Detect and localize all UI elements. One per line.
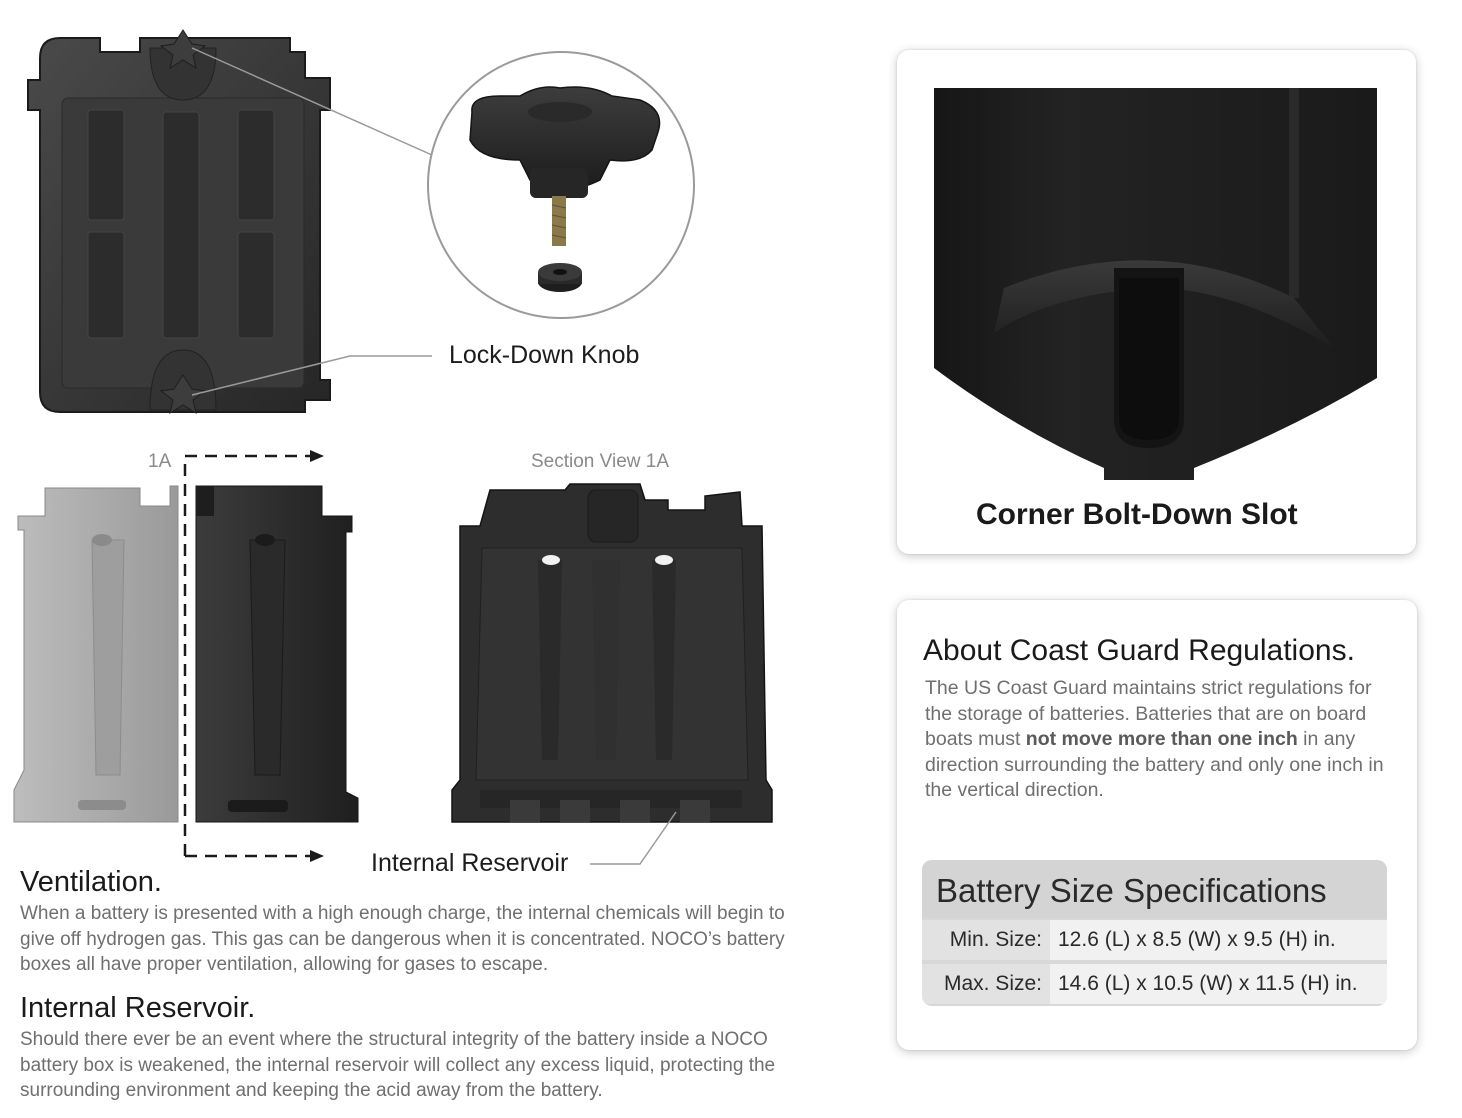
section-view-box (451, 483, 773, 823)
knob-callout-line-lower (191, 355, 351, 396)
spec-table-title: Battery Size Specifications (936, 872, 1327, 909)
section-view-label: Section View 1A (531, 451, 670, 472)
product-illustrations: Lock-Down Knob 1A Section View 1A Intern… (0, 0, 880, 880)
box-top-view (27, 29, 331, 415)
corner-slot-caption: Corner Bolt-Down Slot (976, 498, 1298, 531)
knob-callout-line-upper (191, 47, 433, 156)
section-line (183, 450, 324, 862)
coast-guard-title: About Coast Guard Regulations. (923, 634, 1355, 667)
spec-table-header: Battery Size Specifications (922, 860, 1387, 918)
spec-key: Min. Size: (922, 920, 1050, 960)
spec-key: Max. Size: (922, 964, 1050, 1004)
knob-detail (427, 51, 695, 319)
spec-row-max: Max. Size: 14.6 (L) x 10.5 (W) x 11.5 (H… (922, 964, 1387, 1004)
internal-reservoir-body: Should there ever be an event where the … (20, 1029, 776, 1101)
corner-slot-image (934, 88, 1377, 480)
illustration-canvas (13, 29, 773, 865)
box-side-view (13, 485, 359, 823)
lock-down-knob-label: Lock-Down Knob (449, 341, 640, 369)
ventilation-title: Ventilation. (20, 866, 162, 898)
internal-reservoir-label: Internal Reservoir (371, 849, 569, 877)
spec-value: 12.6 (L) x 8.5 (W) x 9.5 (H) in. (1050, 920, 1387, 960)
coast-guard-card: About Coast Guard Regulations. The US Co… (897, 600, 1417, 1050)
reservoir-callout-line (590, 811, 677, 865)
corner-slot-card: Corner Bolt-Down Slot (897, 50, 1416, 554)
coast-guard-emphasis: not move more than one inch (1025, 728, 1298, 750)
internal-reservoir-title: Internal Reservoir. (20, 992, 256, 1024)
spec-row-min: Min. Size: 12.6 (L) x 8.5 (W) x 9.5 (H) … (922, 920, 1387, 960)
spec-value: 14.6 (L) x 10.5 (W) x 11.5 (H) in. (1050, 964, 1387, 1004)
battery-spec-table: Battery Size Specifications Min. Size: 1… (922, 860, 1387, 1006)
coast-guard-body: The US Coast Guard maintains strict regu… (925, 677, 1384, 801)
section-marker-label: 1A (148, 451, 172, 472)
ventilation-body: When a battery is presented with a high … (20, 903, 785, 975)
